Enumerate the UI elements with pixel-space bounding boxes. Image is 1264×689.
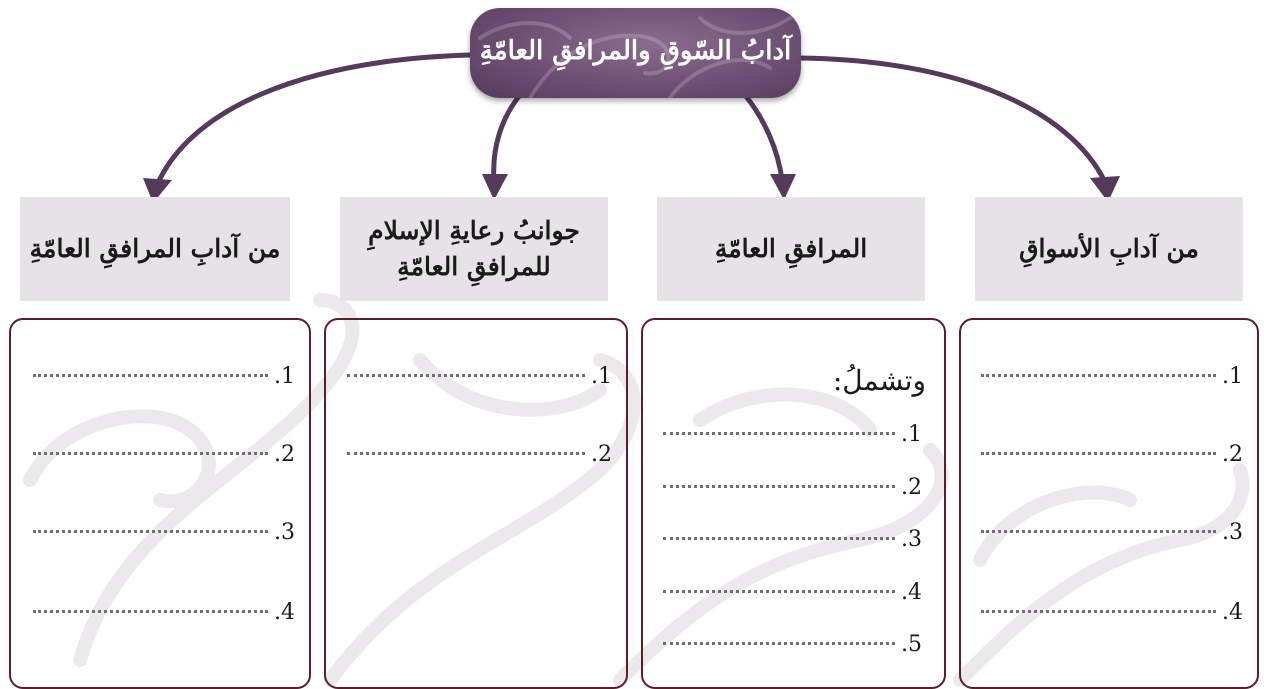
answer-blank[interactable] <box>33 530 268 533</box>
arrow-to-islam-care-aspects <box>491 92 523 183</box>
answer-blank[interactable] <box>33 452 268 455</box>
heading-islam-care-aspects-label: جوانبُ رعايةِ الإسلامِ للمرافقِ العامّةِ <box>368 215 580 281</box>
root-node: آدابُ السّوقِ والمرافقِ العامّةِ <box>470 8 801 98</box>
heading-public-facilities-etiquette: من آدابِ المرافقِ العامّةِ <box>20 197 290 301</box>
answer-blank[interactable] <box>347 374 585 377</box>
list-item: 1. <box>981 364 1243 389</box>
list-item: 2. <box>33 442 295 467</box>
facilities-intro: وتشملُ: <box>832 364 926 397</box>
list-item: 4. <box>33 600 295 625</box>
answer-blank[interactable] <box>663 432 895 435</box>
list-item: 5. <box>663 632 922 657</box>
answer-blank[interactable] <box>33 610 268 613</box>
list-item: 3. <box>981 520 1243 545</box>
list-item: 2. <box>347 442 612 467</box>
heading-public-facilities-label: المرافقِ العامّةِ <box>714 233 868 263</box>
arrow-to-public-facilities-etiquette <box>154 52 473 188</box>
list-item: 3. <box>663 527 922 552</box>
list-item: 1. <box>347 364 612 389</box>
card-market-etiquette: 1. 2. 3. 4. <box>959 318 1259 689</box>
answer-blank[interactable] <box>663 537 895 540</box>
list-item: 2. <box>663 475 922 500</box>
answer-blank[interactable] <box>981 374 1216 377</box>
answer-blank[interactable] <box>663 590 895 593</box>
answer-blank[interactable] <box>981 610 1216 613</box>
answer-blank[interactable] <box>663 485 895 488</box>
answer-blank[interactable] <box>981 452 1216 455</box>
answer-blank[interactable] <box>33 374 268 377</box>
arrowhead-center-left <box>482 174 508 200</box>
heading-public-facilities-etiquette-label: من آدابِ المرافقِ العامّةِ <box>29 233 281 263</box>
heading-market-etiquette: من آدابِ الأسواقِ <box>975 197 1243 301</box>
card-public-facilities-etiquette: 1. 2. 3. 4. <box>9 318 311 689</box>
heading-market-etiquette-label: من آدابِ الأسواقِ <box>1019 233 1199 263</box>
card-islam-care-aspects: 1. 2. <box>324 318 628 689</box>
list-item: 4. <box>663 580 922 605</box>
arrowhead-left <box>143 178 172 203</box>
arrowhead-right <box>1090 176 1120 202</box>
root-floral-pattern <box>478 16 792 98</box>
answer-blank[interactable] <box>347 452 585 455</box>
card-public-facilities: وتشملُ: 1. 2. 3. 4. 5. <box>641 318 946 689</box>
answer-blank[interactable] <box>981 530 1216 533</box>
arrow-to-public-facilities <box>742 92 785 183</box>
arrow-to-market-etiquette <box>797 55 1108 185</box>
list-item: 4. <box>981 600 1243 625</box>
list-item: 1. <box>663 422 922 447</box>
heading-islam-care-aspects: جوانبُ رعايةِ الإسلامِ للمرافقِ العامّةِ <box>340 197 608 301</box>
root-title: آدابُ السّوقِ والمرافقِ العامّةِ <box>479 36 792 66</box>
heading-public-facilities: المرافقِ العامّةِ <box>657 197 925 301</box>
list-item: 2. <box>981 442 1243 467</box>
answer-blank[interactable] <box>663 642 895 645</box>
arrowhead-center-right <box>770 174 796 200</box>
list-item: 1. <box>33 364 295 389</box>
list-item: 3. <box>33 520 295 545</box>
